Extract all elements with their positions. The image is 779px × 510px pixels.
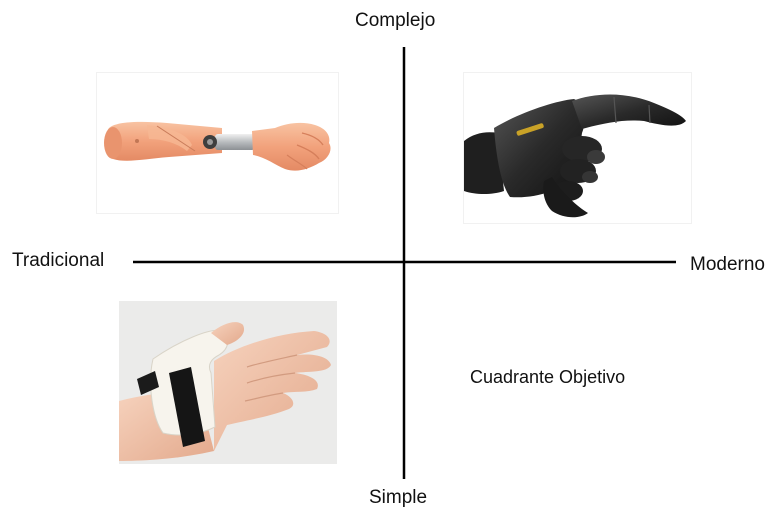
axis-label-moderno: Moderno <box>690 254 765 276</box>
thumb-splint-image <box>119 301 337 464</box>
traditional-prosthetic-arm-image <box>97 73 338 213</box>
axis-label-tradicional: Tradicional <box>12 250 104 272</box>
robotic-hand-image <box>464 73 691 223</box>
target-quadrant-label: Cuadrante Objetivo <box>470 366 625 388</box>
axis-label-complejo: Complejo <box>355 10 435 32</box>
axis-label-simple: Simple <box>369 487 427 509</box>
